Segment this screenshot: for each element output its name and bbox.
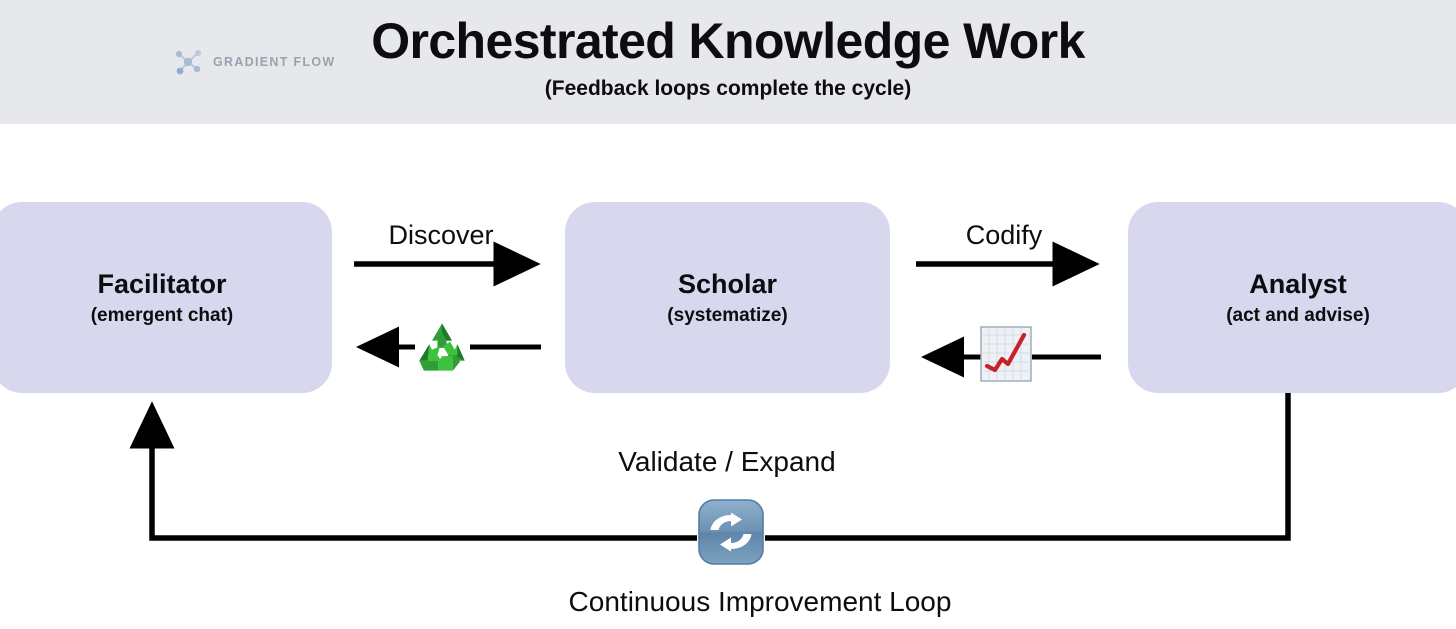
title-block: Orchestrated Knowledge Work (Feedback lo… xyxy=(0,14,1456,100)
node-subtitle: (emergent chat) xyxy=(90,304,234,326)
page-title: Orchestrated Knowledge Work xyxy=(371,13,1085,69)
brand-logo: GRADIENT FLOW xyxy=(172,45,335,79)
node-title: Scholar xyxy=(677,268,778,299)
recycle-icon xyxy=(413,318,471,376)
loop-caption: Continuous Improvement Loop xyxy=(568,586,952,617)
node-graph-icon xyxy=(172,45,206,79)
node-analyst[interactable]: Analyst (act and advise) xyxy=(1128,202,1456,393)
edge-label-discover: Discover xyxy=(388,220,494,250)
node-subtitle: (act and advise) xyxy=(1226,304,1370,326)
node-title: Facilitator xyxy=(97,268,227,299)
node-scholar[interactable]: Scholar (systematize) xyxy=(565,202,890,393)
brand-name: GRADIENT FLOW xyxy=(213,55,336,69)
node-subtitle: (systematize) xyxy=(667,304,788,326)
node-title: Analyst xyxy=(1249,268,1347,299)
sync-icon xyxy=(697,498,765,566)
edge-label-validate-expand: Validate / Expand xyxy=(618,446,836,477)
header-band: GRADIENT FLOW Orchestrated Knowledge Wor… xyxy=(0,0,1456,124)
edge-label-codify: Codify xyxy=(965,220,1043,250)
chart-increasing-icon xyxy=(980,326,1032,382)
node-facilitator[interactable]: Facilitator (emergent chat) xyxy=(0,202,332,393)
page-subtitle: (Feedback loops complete the cycle) xyxy=(544,77,912,100)
